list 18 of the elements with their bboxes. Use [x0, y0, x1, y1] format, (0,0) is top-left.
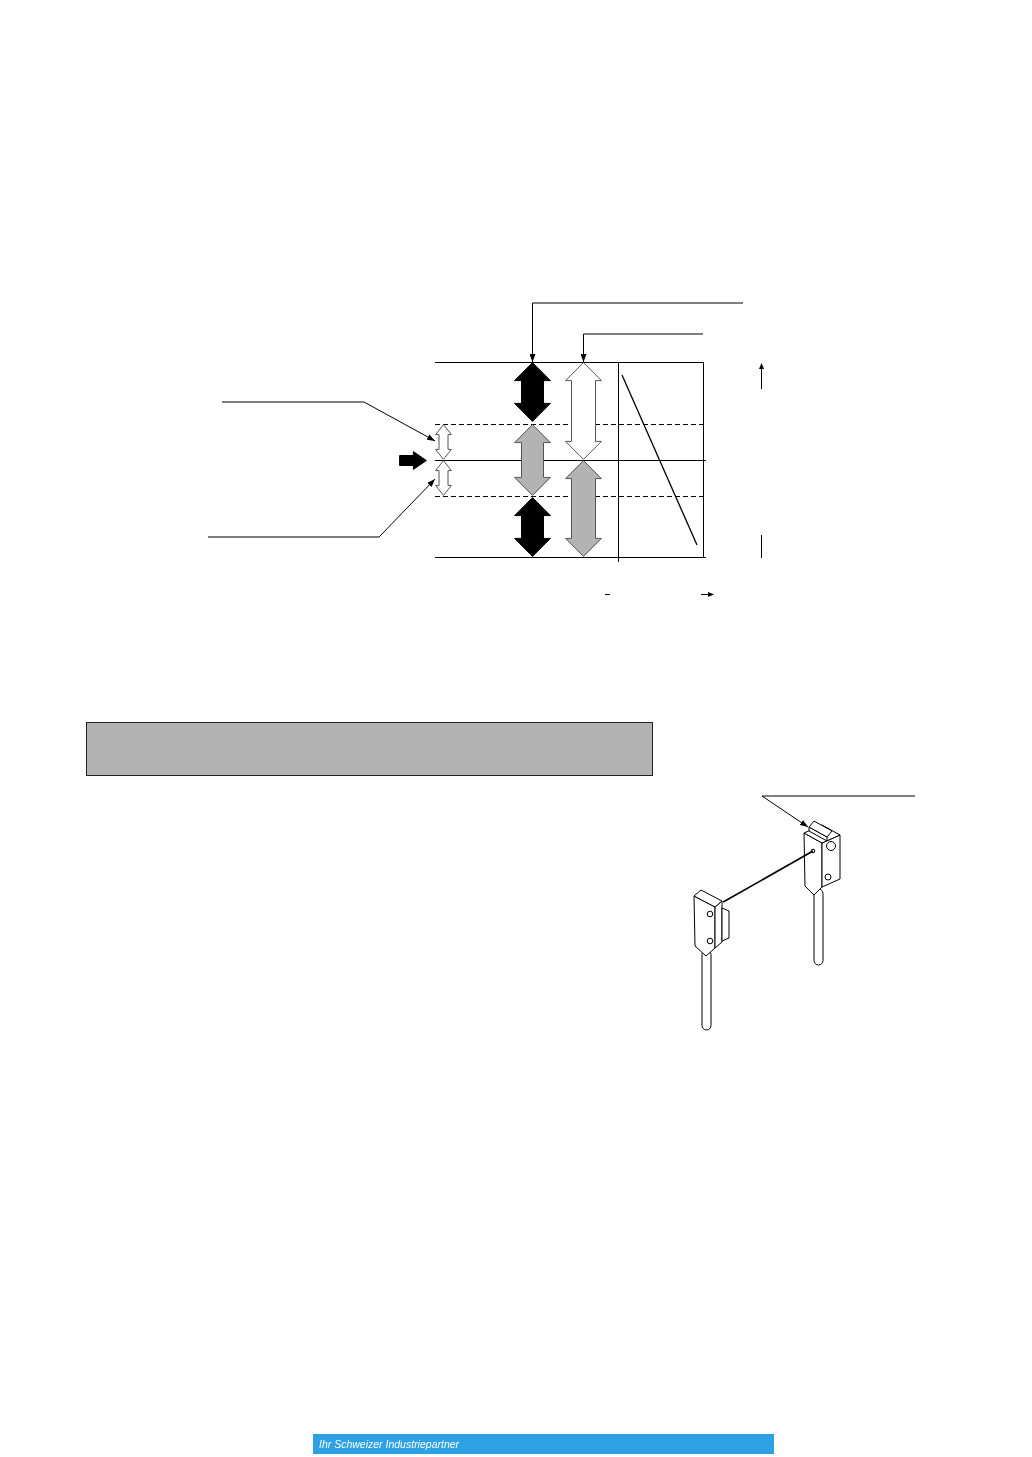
range-bar — [565, 460, 602, 557]
range-bar — [514, 362, 551, 422]
grid-frame — [435, 362, 707, 563]
slogan-text: Ihr Schweizer Industriepartner — [319, 1437, 460, 1452]
range-bar — [514, 424, 551, 496]
leader-line — [761, 795, 916, 828]
leader-line — [221, 401, 436, 442]
leader-line — [529, 302, 744, 363]
pointer-marker — [399, 451, 427, 470]
range-bar — [435, 460, 452, 496]
range-bar — [565, 362, 602, 460]
range-bar — [514, 497, 551, 557]
leader-line — [207, 478, 436, 538]
leader-line — [580, 333, 704, 363]
heading-bar — [86, 722, 653, 776]
beam-line — [722, 850, 814, 903]
range-bar — [435, 424, 452, 460]
sensor-drawing — [802, 819, 843, 967]
